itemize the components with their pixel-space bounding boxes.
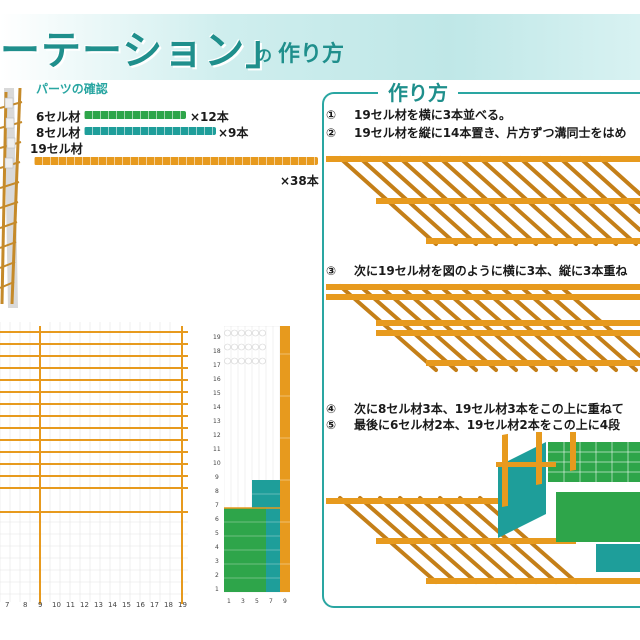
- stack-y-label: 4: [215, 544, 219, 551]
- stack-diagram: 1 2 3 4 5 6 7 8 9 10 11 12 13 14 15 16 1…: [212, 326, 292, 605]
- stack-y-label: 6: [215, 516, 219, 523]
- step-number: ②: [326, 126, 337, 140]
- step-1: ① 19セル材を横に3本並べる。: [326, 106, 640, 123]
- stack-y-label: 11: [213, 446, 221, 453]
- stack-y-label: 16: [213, 376, 221, 383]
- step-2: ② 19セル材を縦に14本置き、片方ずつ溝同士をはめ: [326, 124, 640, 141]
- stack-y-label: 19: [213, 334, 221, 341]
- plan-x-label: 12: [80, 601, 89, 609]
- plan-x-label: 16: [136, 601, 145, 609]
- step-3: ③ 次に19セル材を図のように横に3本、縦に3本重ね: [326, 262, 640, 279]
- header-banner: [0, 14, 640, 80]
- stack-x-label: 9: [283, 598, 287, 605]
- stack-y-label: 1: [215, 586, 219, 593]
- stack-y-label: 17: [213, 362, 221, 369]
- subtitle-particle: の: [256, 46, 273, 65]
- step-5-illustration: [326, 432, 640, 584]
- step-3-illustration: [326, 284, 640, 372]
- parts-title: パーツの確認: [36, 82, 108, 96]
- stack-grid: [224, 326, 290, 593]
- plan-x-label: 18: [164, 601, 173, 609]
- stack-y-label: 5: [215, 530, 219, 537]
- plan-x-label: 8: [23, 601, 28, 609]
- step-text: 次に19セル材を図のように横に3本、縦に3本重ね: [354, 264, 628, 278]
- step-number: ①: [326, 108, 337, 122]
- step-text: 19セル材を横に3本並べる。: [354, 108, 512, 122]
- part-19cell-count: ×38本: [280, 174, 319, 188]
- floor-plan-grid: [0, 322, 188, 604]
- step-4: ④ 次に8セル材3本、19セル材3本をこの上に重ねて: [326, 400, 640, 417]
- stack-y-label: 8: [215, 488, 219, 495]
- page-subtitle: の作り方: [256, 36, 344, 68]
- stack-y-label: 14: [213, 404, 221, 411]
- step-text: 19セル材を縦に14本置き、片方ずつ溝同士をはめ: [354, 126, 627, 140]
- step-number: ③: [326, 264, 337, 278]
- plan-x-label: 14: [108, 601, 117, 609]
- ladder-illustration: [0, 88, 23, 308]
- subtitle-text: 作り方: [278, 42, 345, 67]
- part-19cell-label: 19セル材: [30, 142, 83, 156]
- plan-x-label: 17: [150, 601, 159, 609]
- instructions-title: 作り方: [378, 80, 458, 106]
- stack-y-label: 15: [213, 390, 221, 397]
- part-8cell-count: ×9本: [218, 126, 249, 140]
- stack-y-label: 10: [213, 460, 221, 467]
- part-19cell-bar: [34, 157, 318, 165]
- stack-x-label: 3: [241, 598, 245, 605]
- stack-y-label: 2: [215, 572, 219, 579]
- page-title: ーテーション」: [0, 28, 287, 74]
- part-6cell-bar: [84, 111, 186, 119]
- step-text: 最後に6セル材2本、19セル材2本をこの上に4段: [354, 418, 621, 432]
- part-6cell-label: 6セル材: [36, 110, 81, 124]
- plan-x-label: 19: [178, 601, 187, 609]
- plan-x-label: 13: [94, 601, 103, 609]
- part-8cell-bar: [84, 127, 216, 135]
- plan-x-label: 15: [122, 601, 131, 609]
- stack-y-label: 13: [213, 418, 221, 425]
- stack-y-label: 9: [215, 474, 219, 481]
- step-2-illustration: [326, 156, 640, 246]
- plan-x-label: 11: [66, 601, 75, 609]
- plan-x-label: 9: [38, 601, 43, 609]
- step-text: 次に8セル材3本、19セル材3本をこの上に重ねて: [354, 402, 624, 416]
- stack-x-label: 7: [269, 598, 273, 605]
- stack-y-label: 12: [213, 432, 221, 439]
- stack-y-label: 3: [215, 558, 219, 565]
- step-number: ⑤: [326, 418, 337, 432]
- stack-y-label: 7: [215, 502, 219, 509]
- plan-x-label: 10: [52, 601, 61, 609]
- stack-x-label: 1: [227, 598, 231, 605]
- step-5: ⑤ 最後に6セル材2本、19セル材2本をこの上に4段: [326, 416, 640, 433]
- part-6cell-count: ×12本: [190, 110, 229, 124]
- plan-x-axis: 7 8 9 10 11 12 13 14 15 16 17 18 19: [0, 601, 200, 613]
- step-number: ④: [326, 402, 337, 416]
- stack-x-label: 5: [255, 598, 259, 605]
- stack-y-label: 18: [213, 348, 221, 355]
- part-8cell-label: 8セル材: [36, 126, 81, 140]
- plan-x-label: 7: [5, 601, 10, 609]
